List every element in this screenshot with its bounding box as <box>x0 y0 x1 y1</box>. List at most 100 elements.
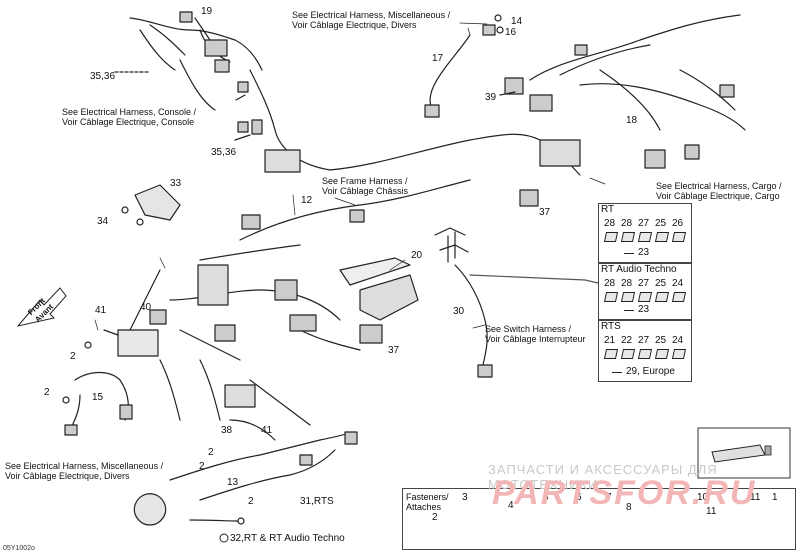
fastener-number: 4 <box>508 500 514 511</box>
callout-18: 18 <box>626 115 638 126</box>
fastener-number: 5 <box>543 492 549 503</box>
fasteners-box <box>402 488 796 550</box>
connector <box>574 44 588 56</box>
fasteners-title-line: Attaches <box>406 502 442 512</box>
fastener-number: 7 <box>606 492 612 503</box>
callout-41: 41 <box>261 425 273 436</box>
fastener-number: 10 <box>697 492 709 503</box>
note-misc-bottom: See Electrical Harness, Miscellaneous / … <box>5 461 163 481</box>
connector <box>482 24 496 36</box>
arrow-icon <box>624 310 634 311</box>
connector <box>204 39 228 57</box>
fastener-number: 3 <box>462 492 468 503</box>
callout-19: 19 <box>201 6 213 17</box>
connector <box>719 84 735 98</box>
fastener-number: 6 <box>576 492 582 503</box>
fuse-label: 24 <box>672 278 684 289</box>
clip <box>251 119 263 135</box>
heat-shield <box>359 274 419 321</box>
callout-37: 37 <box>388 345 400 356</box>
callout-16: 16 <box>505 27 517 38</box>
callout-2: 2 <box>70 351 76 362</box>
connector <box>274 279 298 301</box>
callout-30: 30 <box>453 306 465 317</box>
fuse-label: 27 <box>638 278 650 289</box>
note-line: Voir Câblage Electrique, Cargo <box>656 191 780 201</box>
fuse-label: 25 <box>655 335 667 346</box>
callout-15: 15 <box>92 392 104 403</box>
callout-2: 2 <box>248 496 254 507</box>
callout-39: 39 <box>485 92 497 103</box>
relay-icon <box>671 349 687 359</box>
relay-icon <box>637 232 653 242</box>
connector <box>344 431 358 445</box>
fuse-box-footer: 23 <box>638 247 650 258</box>
connector <box>424 104 440 118</box>
connector <box>529 94 553 112</box>
callout-2: 2 <box>199 461 205 472</box>
connector <box>119 404 133 420</box>
callout-2: 2 <box>208 447 214 458</box>
clip <box>237 81 249 93</box>
callout-12: 12 <box>301 195 313 206</box>
relay-icon <box>603 349 619 359</box>
note-line: Voir Câblage Electrique, Divers <box>5 471 130 481</box>
relay-icon <box>603 292 619 302</box>
callout-20: 20 <box>411 250 423 261</box>
note-line: See Frame Harness / <box>322 176 408 186</box>
callout-2: 2 <box>44 387 50 398</box>
connector <box>504 77 524 95</box>
harness-30 <box>454 264 488 366</box>
relay-icon <box>654 349 670 359</box>
connector <box>349 209 365 223</box>
callout-14: 14 <box>511 16 523 27</box>
fuse-label: 25 <box>655 278 667 289</box>
watermark-text: ЗАПЧАСТИ И АКСЕССУАРЫ ДЛЯ МОТОТЕХНИКИ <box>488 462 718 492</box>
relay-icon <box>671 232 687 242</box>
fuse-label: 26 <box>672 218 684 229</box>
callout-38: 38 <box>221 425 233 436</box>
callout-32: 32,RT & RT Audio Techno <box>230 533 345 544</box>
connector <box>264 149 301 173</box>
heat-shield <box>339 257 411 286</box>
fastener-number: 1 <box>772 492 778 503</box>
fuse-label: 22 <box>621 335 633 346</box>
connector <box>684 144 700 160</box>
connector <box>197 264 229 306</box>
relay-icon <box>620 292 636 302</box>
note-line: See Electrical Harness, Miscellaneous / <box>292 10 451 20</box>
bracket-33 <box>134 184 181 221</box>
relay-icon <box>654 232 670 242</box>
front-arrow <box>16 287 67 327</box>
fasteners-title: Fasteners/ Attaches <box>406 492 449 512</box>
connector <box>539 139 581 167</box>
relay-icon <box>671 292 687 302</box>
note-line: See Switch Harness / <box>485 324 572 334</box>
fuse-label: 25 <box>655 218 667 229</box>
watermark-logo: PARTSFOR.RU <box>492 474 757 512</box>
harness-13 <box>169 431 353 481</box>
note-line: Voir Câblage Châssis <box>322 186 409 196</box>
fastener-number: 2 <box>432 512 438 523</box>
fuse-label: 24 <box>672 335 684 346</box>
connector <box>359 324 383 344</box>
fastener-number: 8 <box>626 502 632 513</box>
arrow-icon <box>612 372 622 373</box>
fuse-label: 21 <box>604 335 616 346</box>
connector <box>214 324 236 342</box>
fuse-box-title: RT <box>601 204 615 215</box>
note-line: See Electrical Harness, Console / <box>62 107 197 117</box>
fuse-label: 28 <box>604 278 616 289</box>
ecu-module <box>117 329 159 357</box>
connector <box>214 59 230 73</box>
fuse-box-title: RT Audio Techno <box>601 264 677 275</box>
clip <box>237 121 249 133</box>
relay-icon <box>654 292 670 302</box>
harness-17 <box>429 34 471 111</box>
drawing-code: 05Y1002o <box>3 545 35 552</box>
fuse-label: 28 <box>621 278 633 289</box>
fastener-number: 9 <box>667 492 673 503</box>
fuse-label: 27 <box>638 218 650 229</box>
note-frame: See Frame Harness / Voir Câblage Châssis <box>322 176 408 196</box>
fuse-box-title: RTS <box>601 321 621 332</box>
